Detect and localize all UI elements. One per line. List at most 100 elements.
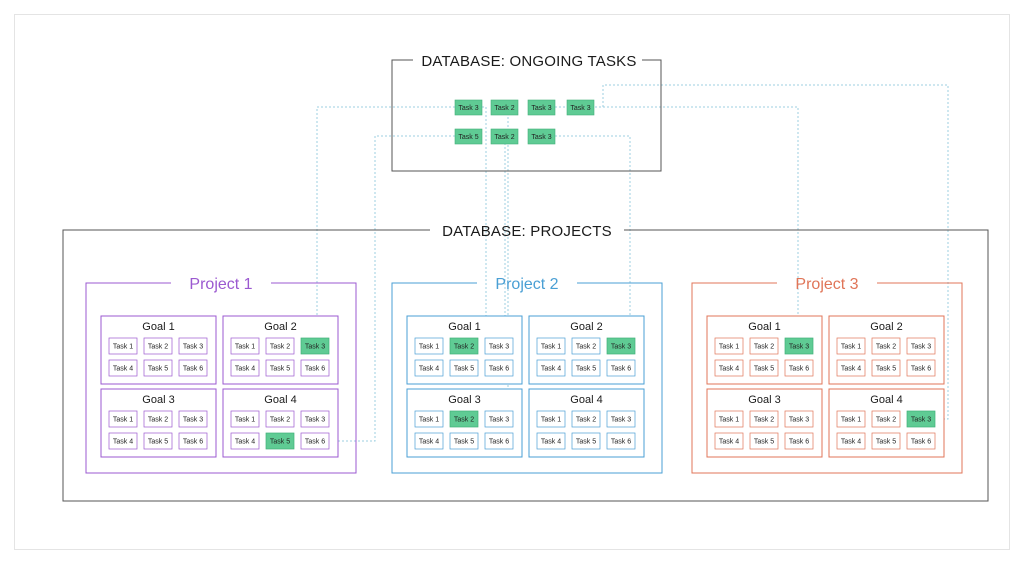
task-cell[interactable]: Task 4 xyxy=(108,432,138,450)
task-cell[interactable]: Task 6 xyxy=(606,432,636,450)
task-cell[interactable]: Task 4 xyxy=(108,359,138,377)
task-cell[interactable]: Task 2 xyxy=(571,337,601,355)
task-cell[interactable]: Task 1 xyxy=(714,337,744,355)
task-cell-background xyxy=(300,359,330,377)
task-label: Task 2 xyxy=(876,344,896,351)
task-label: Task 6 xyxy=(611,439,631,446)
task-cell[interactable]: Task 6 xyxy=(906,359,936,377)
task-cell[interactable]: Task 5 xyxy=(449,432,479,450)
task-label: Task 3 xyxy=(305,344,325,351)
task-cell[interactable]: Task 3 xyxy=(300,410,330,428)
task-cell[interactable]: Task 4 xyxy=(536,359,566,377)
task-cell-background xyxy=(906,337,936,355)
task-cell[interactable]: Task 2 xyxy=(449,337,479,355)
task-cell-background xyxy=(784,337,814,355)
task-cell[interactable]: Task 2 xyxy=(449,410,479,428)
task-cell[interactable]: Task 1 xyxy=(414,337,444,355)
connector-line xyxy=(316,106,455,338)
ongoing-task-chip[interactable]: Task 3 xyxy=(566,99,595,116)
task-cell[interactable]: Task 2 xyxy=(143,410,173,428)
task-cell[interactable]: Task 3 xyxy=(484,337,514,355)
task-cell[interactable]: Task 3 xyxy=(784,410,814,428)
task-cell[interactable]: Task 4 xyxy=(836,359,866,377)
task-cell[interactable]: Task 5 xyxy=(143,359,173,377)
task-cell[interactable]: Task 5 xyxy=(571,359,601,377)
task-cell[interactable]: Task 1 xyxy=(714,410,744,428)
task-cell[interactable]: Task 1 xyxy=(108,337,138,355)
task-cell[interactable]: Task 5 xyxy=(143,432,173,450)
task-cell[interactable]: Task 6 xyxy=(484,359,514,377)
task-cell[interactable]: Task 4 xyxy=(836,432,866,450)
task-cell[interactable]: Task 3 xyxy=(784,337,814,355)
task-cell[interactable]: Task 2 xyxy=(265,337,295,355)
task-cell[interactable]: Task 4 xyxy=(714,359,744,377)
task-cell[interactable]: Task 6 xyxy=(784,359,814,377)
ongoing-task-chip[interactable]: Task 2 xyxy=(490,128,519,145)
task-cell[interactable]: Task 5 xyxy=(265,432,295,450)
task-cell[interactable]: Task 3 xyxy=(906,337,936,355)
task-cell[interactable]: Task 4 xyxy=(230,432,260,450)
ongoing-task-chip[interactable]: Task 5 xyxy=(454,128,483,145)
task-cell[interactable]: Task 6 xyxy=(606,359,636,377)
task-cell[interactable]: Task 4 xyxy=(414,359,444,377)
task-cell[interactable]: Task 2 xyxy=(143,337,173,355)
task-cell-background xyxy=(836,359,866,377)
task-cell[interactable]: Task 1 xyxy=(108,410,138,428)
task-cell[interactable]: Task 5 xyxy=(871,359,901,377)
task-label: Task 5 xyxy=(876,439,896,446)
task-cell[interactable]: Task 1 xyxy=(414,410,444,428)
task-cell[interactable]: Task 2 xyxy=(871,337,901,355)
task-cell[interactable]: Task 2 xyxy=(749,410,779,428)
task-cell[interactable]: Task 5 xyxy=(749,359,779,377)
task-cell[interactable]: Task 3 xyxy=(906,410,936,428)
task-cell[interactable]: Task 5 xyxy=(871,432,901,450)
ongoing-task-chip[interactable]: Task 2 xyxy=(490,99,519,116)
task-cell[interactable]: Task 6 xyxy=(300,359,330,377)
task-cell[interactable]: Task 4 xyxy=(536,432,566,450)
task-cell[interactable]: Task 3 xyxy=(300,337,330,355)
task-label: Task 1 xyxy=(841,344,861,351)
task-cell[interactable]: Task 3 xyxy=(484,410,514,428)
ongoing-task-chip[interactable]: Task 3 xyxy=(527,99,556,116)
task-cell-background xyxy=(414,359,444,377)
task-cell-background xyxy=(749,359,779,377)
ongoing-task-chip[interactable]: Task 3 xyxy=(527,128,556,145)
ongoing-task-label: Task 3 xyxy=(458,105,478,112)
task-cell[interactable]: Task 6 xyxy=(484,432,514,450)
task-cell[interactable]: Task 2 xyxy=(571,410,601,428)
task-cell[interactable]: Task 2 xyxy=(265,410,295,428)
task-cell[interactable]: Task 5 xyxy=(571,432,601,450)
ongoing-task-chip[interactable]: Task 3 xyxy=(454,99,483,116)
task-cell[interactable]: Task 4 xyxy=(414,432,444,450)
task-cell[interactable]: Task 3 xyxy=(178,337,208,355)
task-cell[interactable]: Task 1 xyxy=(836,337,866,355)
task-cell[interactable]: Task 5 xyxy=(265,359,295,377)
task-cell[interactable]: Task 3 xyxy=(606,337,636,355)
task-cell[interactable]: Task 1 xyxy=(230,337,260,355)
connector-line xyxy=(504,135,518,347)
task-cell[interactable]: Task 1 xyxy=(230,410,260,428)
task-label: Task 2 xyxy=(754,344,774,351)
task-cell[interactable]: Task 3 xyxy=(606,410,636,428)
task-cell[interactable]: Task 4 xyxy=(230,359,260,377)
task-cell[interactable]: Task 3 xyxy=(178,410,208,428)
task-cell[interactable]: Task 6 xyxy=(178,432,208,450)
goal-title: Goal 3 xyxy=(448,394,480,406)
task-cell[interactable]: Task 2 xyxy=(749,337,779,355)
task-cell[interactable]: Task 6 xyxy=(784,432,814,450)
task-cell[interactable]: Task 1 xyxy=(536,410,566,428)
task-cell[interactable]: Task 5 xyxy=(449,359,479,377)
task-cell[interactable]: Task 6 xyxy=(178,359,208,377)
task-cell[interactable]: Task 2 xyxy=(871,410,901,428)
task-cell-background xyxy=(536,410,566,428)
task-cell[interactable]: Task 1 xyxy=(536,337,566,355)
task-cell-background xyxy=(178,432,208,450)
task-cell[interactable]: Task 5 xyxy=(749,432,779,450)
task-cell[interactable]: Task 6 xyxy=(300,432,330,450)
task-cell[interactable]: Task 1 xyxy=(836,410,866,428)
task-cell[interactable]: Task 6 xyxy=(906,432,936,450)
task-cell[interactable]: Task 4 xyxy=(714,432,744,450)
task-label: Task 4 xyxy=(841,439,861,446)
